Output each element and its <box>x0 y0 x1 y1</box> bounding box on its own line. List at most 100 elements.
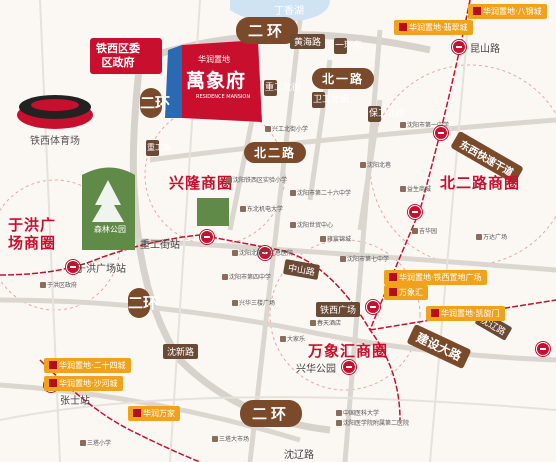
poi-label: 东北机电大学 <box>240 204 283 213</box>
road-beiyilu: 北一路 <box>312 68 375 89</box>
project-tag[interactable]: 华润置地·翡翠城 <box>394 20 473 35</box>
poi-icon <box>222 274 228 280</box>
poi-icon <box>400 186 406 192</box>
district-yuhong: 于洪广 场商圈 <box>8 216 57 252</box>
road-chonggong: 重工北街 <box>264 80 301 96</box>
project-tag[interactable]: 华润置地·二十四城 <box>44 358 131 373</box>
poi-icon <box>40 282 46 288</box>
poi-label: 三塔大市场 <box>212 434 249 443</box>
poi-icon <box>280 336 286 342</box>
poi-icon <box>265 126 271 132</box>
project-tag[interactable]: 华润万家 <box>128 406 180 421</box>
poi-icon <box>340 256 346 262</box>
circle-beier <box>369 64 556 266</box>
project-en: RESIDENCE MANSION <box>196 94 251 100</box>
poi-label: 沈阳世贸中心 <box>290 220 333 229</box>
poi-label: 大家乐 <box>280 334 305 343</box>
project-tag[interactable]: 华润置地·八钢城 <box>468 4 547 19</box>
poi-label: 万达广场 <box>476 232 507 241</box>
ring-label-bottom: 二环 <box>240 400 303 427</box>
district-beier: 北二路商圈 <box>440 174 521 192</box>
poi-label: 沈阳市第七中学 <box>340 254 389 263</box>
poi-icon <box>310 320 316 326</box>
metro-icon[interactable] <box>200 230 214 244</box>
poi-label: 春天酒店 <box>310 318 341 327</box>
metro-icon[interactable] <box>408 205 422 219</box>
poi-label: 吉华园 <box>412 226 437 235</box>
poi-icon <box>290 190 296 196</box>
forest-park-label: 森林公园 <box>94 225 126 234</box>
poi-icon <box>336 420 342 426</box>
metro-icon[interactable] <box>342 360 356 374</box>
poi-label: 沈阳北巷 <box>360 160 391 169</box>
poi-label: 沈阳市第二十六中学 <box>290 188 351 197</box>
poi-icon <box>212 436 218 442</box>
poi-icon <box>80 440 86 446</box>
road-baogong: 保工北街 <box>368 106 405 122</box>
road-weigong: 卫工北街 <box>312 92 349 108</box>
poi-icon <box>240 206 246 212</box>
station-tiexi-square: 铁西广场 <box>316 302 361 317</box>
district-wanxiang: 万象汇商圈 <box>308 342 389 360</box>
station-kunshan[interactable]: 昆山路 <box>470 44 500 55</box>
poi-label: 兴华三楼广场 <box>232 298 275 307</box>
ring-label-left: 二环 <box>140 88 170 118</box>
station-xinghua[interactable]: 兴华公园 <box>296 364 336 375</box>
station-yuhong[interactable]: 于洪广场站 <box>76 264 126 275</box>
stadium-label: 铁西体育场 <box>30 136 80 147</box>
road-beierlu: 北二路 <box>244 142 307 163</box>
poi-icon <box>290 222 296 228</box>
government-box <box>90 38 162 74</box>
project-brand: 华润置地 <box>198 55 230 64</box>
government-label: 铁西区委 区政府 <box>96 42 140 69</box>
poi-label: 雍宸锦城 <box>320 234 351 243</box>
metro-icon[interactable] <box>452 40 466 54</box>
poi-label: 中国医科大学 <box>336 408 379 417</box>
project-tag[interactable]: 万象汇 <box>384 285 428 300</box>
poi-label: 沈阳铁西区实验小学 <box>226 175 287 184</box>
road-huanghai: 黄海路 <box>290 34 326 49</box>
station-chonggongjie[interactable]: 重工街站 <box>140 240 180 251</box>
poi-icon <box>412 228 418 234</box>
poi-label: 沈阳医学院附属第二医院 <box>336 418 409 427</box>
project-plot-blue <box>165 45 182 118</box>
poi-label: 于洪区政府 <box>40 280 77 289</box>
poi-icon <box>232 300 238 306</box>
station-zhangshi[interactable]: 张士站 <box>60 396 90 407</box>
lake-label: 丁香湖 <box>274 6 304 17</box>
project-tag[interactable]: 华润置地·沙河城 <box>44 376 123 391</box>
poi-icon <box>320 236 326 242</box>
poi-icon <box>232 250 238 256</box>
project-name: 萬象府 <box>186 70 247 92</box>
poi-icon <box>476 234 482 240</box>
project-tag[interactable]: 华润置地·铁西置地广场 <box>384 270 487 285</box>
project-plot-red <box>182 40 262 122</box>
poi-label: 沈阳市第一中学 <box>400 120 449 129</box>
road-shenliao-bottom: 沈辽路 <box>284 450 314 461</box>
lake <box>230 0 330 23</box>
district-xinglong: 兴隆商圈 <box>169 174 234 192</box>
road-yidong: 一环东 <box>334 38 362 54</box>
road-shenxin: 沈新路 <box>163 344 199 359</box>
poi-icon <box>336 410 342 416</box>
poi-icon <box>360 162 366 168</box>
circle-wanxiang <box>269 239 421 391</box>
poi-label: 沈阳市第四中学 <box>222 272 271 281</box>
metro-icon[interactable] <box>434 126 448 140</box>
poi-label: 益生商城 <box>400 184 431 193</box>
metro-icon[interactable] <box>258 246 272 260</box>
metro-icon[interactable] <box>366 300 380 314</box>
project-tag[interactable]: 华润置地·凯旋门 <box>426 306 505 321</box>
poi-icon <box>226 177 232 183</box>
metro-icon[interactable] <box>66 260 80 274</box>
poi-icon <box>400 122 406 128</box>
metro-icon[interactable] <box>536 342 550 356</box>
poi-label: 兴工北街小学 <box>265 124 308 133</box>
ring-label-left-lower: 二环 <box>128 288 158 318</box>
ring-label-chonggong: 重工街 <box>146 140 171 156</box>
poi-label: 沈阳北部战区总医院 <box>232 248 293 257</box>
stadium-icon <box>17 95 93 129</box>
ring-label-top: 二环 <box>236 17 299 44</box>
poi-label: 三塔小学 <box>80 438 111 447</box>
